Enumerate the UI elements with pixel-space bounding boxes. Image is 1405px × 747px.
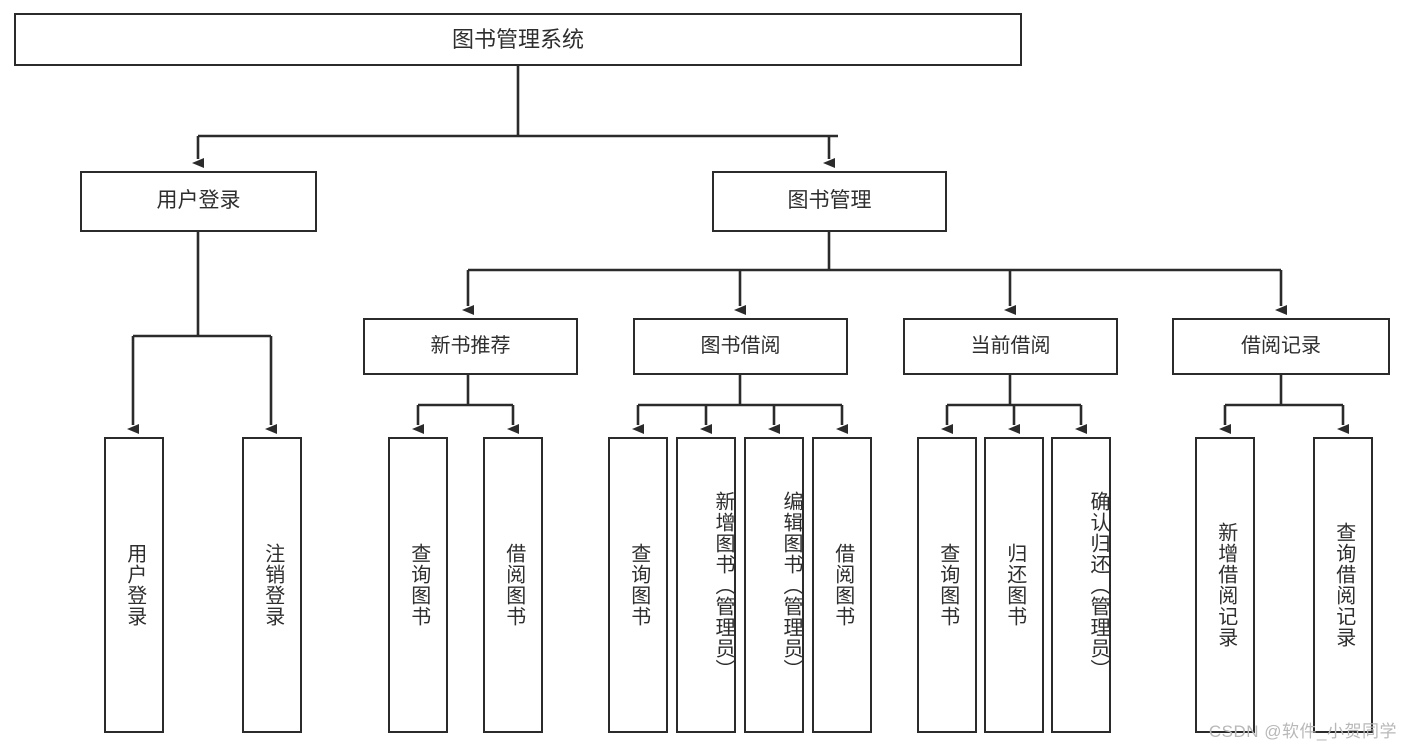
- node-label: 注销登录: [261, 543, 284, 627]
- leaf-current-borrow-return-book[interactable]: 归还图书: [984, 437, 1044, 733]
- node-label: 借阅图书: [502, 543, 525, 627]
- node-label: 新增借阅记录: [1214, 522, 1237, 648]
- node-label: 借阅图书: [831, 543, 854, 627]
- node-label: 查询图书: [407, 543, 430, 627]
- node-label: 用户登录: [156, 189, 241, 213]
- node-new-book-recommend[interactable]: 新书推荐: [363, 318, 578, 375]
- node-label: 图书管理系统: [451, 26, 584, 52]
- node-root-book-management-system[interactable]: 图书管理系统: [14, 13, 1022, 66]
- leaf-borrow-record-add-record[interactable]: 新增借阅记录: [1195, 437, 1255, 733]
- node-label: 当前借阅: [970, 334, 1051, 357]
- node-label: 归还图书: [1003, 543, 1026, 627]
- node-label: 查询图书: [627, 543, 650, 627]
- node-label: 新书推荐: [430, 334, 511, 357]
- leaf-book-borrow-add-book-admin[interactable]: 新增图书（管理员）: [676, 437, 736, 733]
- node-borrow-record[interactable]: 借阅记录: [1172, 318, 1390, 375]
- node-label: 查询图书: [936, 543, 959, 627]
- leaf-book-borrow-borrow-book[interactable]: 借阅图书: [812, 437, 872, 733]
- leaf-new-book-query-book[interactable]: 查询图书: [388, 437, 448, 733]
- leaf-current-borrow-confirm-return-admin[interactable]: 确认归还（管理员）: [1051, 437, 1111, 733]
- node-label: 新增图书（管理员）: [712, 490, 734, 680]
- node-label: 编辑图书（管理员）: [780, 490, 802, 680]
- node-label: 图书管理: [787, 189, 872, 213]
- leaf-user-login-login[interactable]: 用户登录: [104, 437, 164, 733]
- csdn-watermark: CSDN @软件_小贺同学: [1208, 722, 1397, 741]
- node-current-borrow[interactable]: 当前借阅: [903, 318, 1118, 375]
- leaf-current-borrow-query-book[interactable]: 查询图书: [917, 437, 977, 733]
- leaf-new-book-borrow-book[interactable]: 借阅图书: [483, 437, 543, 733]
- node-user-login[interactable]: 用户登录: [80, 171, 317, 232]
- node-label: 用户登录: [123, 543, 146, 627]
- node-label: 确认归还（管理员）: [1087, 490, 1109, 680]
- leaf-borrow-record-query-record[interactable]: 查询借阅记录: [1313, 437, 1373, 733]
- node-book-borrow[interactable]: 图书借阅: [633, 318, 848, 375]
- node-label: 借阅记录: [1241, 334, 1321, 357]
- leaf-user-login-logout[interactable]: 注销登录: [242, 437, 302, 733]
- node-label: 查询借阅记录: [1332, 522, 1355, 648]
- leaf-book-borrow-query-book[interactable]: 查询图书: [608, 437, 668, 733]
- leaf-book-borrow-edit-book-admin[interactable]: 编辑图书（管理员）: [744, 437, 804, 733]
- node-label: 图书借阅: [700, 334, 781, 357]
- node-book-management[interactable]: 图书管理: [712, 171, 947, 232]
